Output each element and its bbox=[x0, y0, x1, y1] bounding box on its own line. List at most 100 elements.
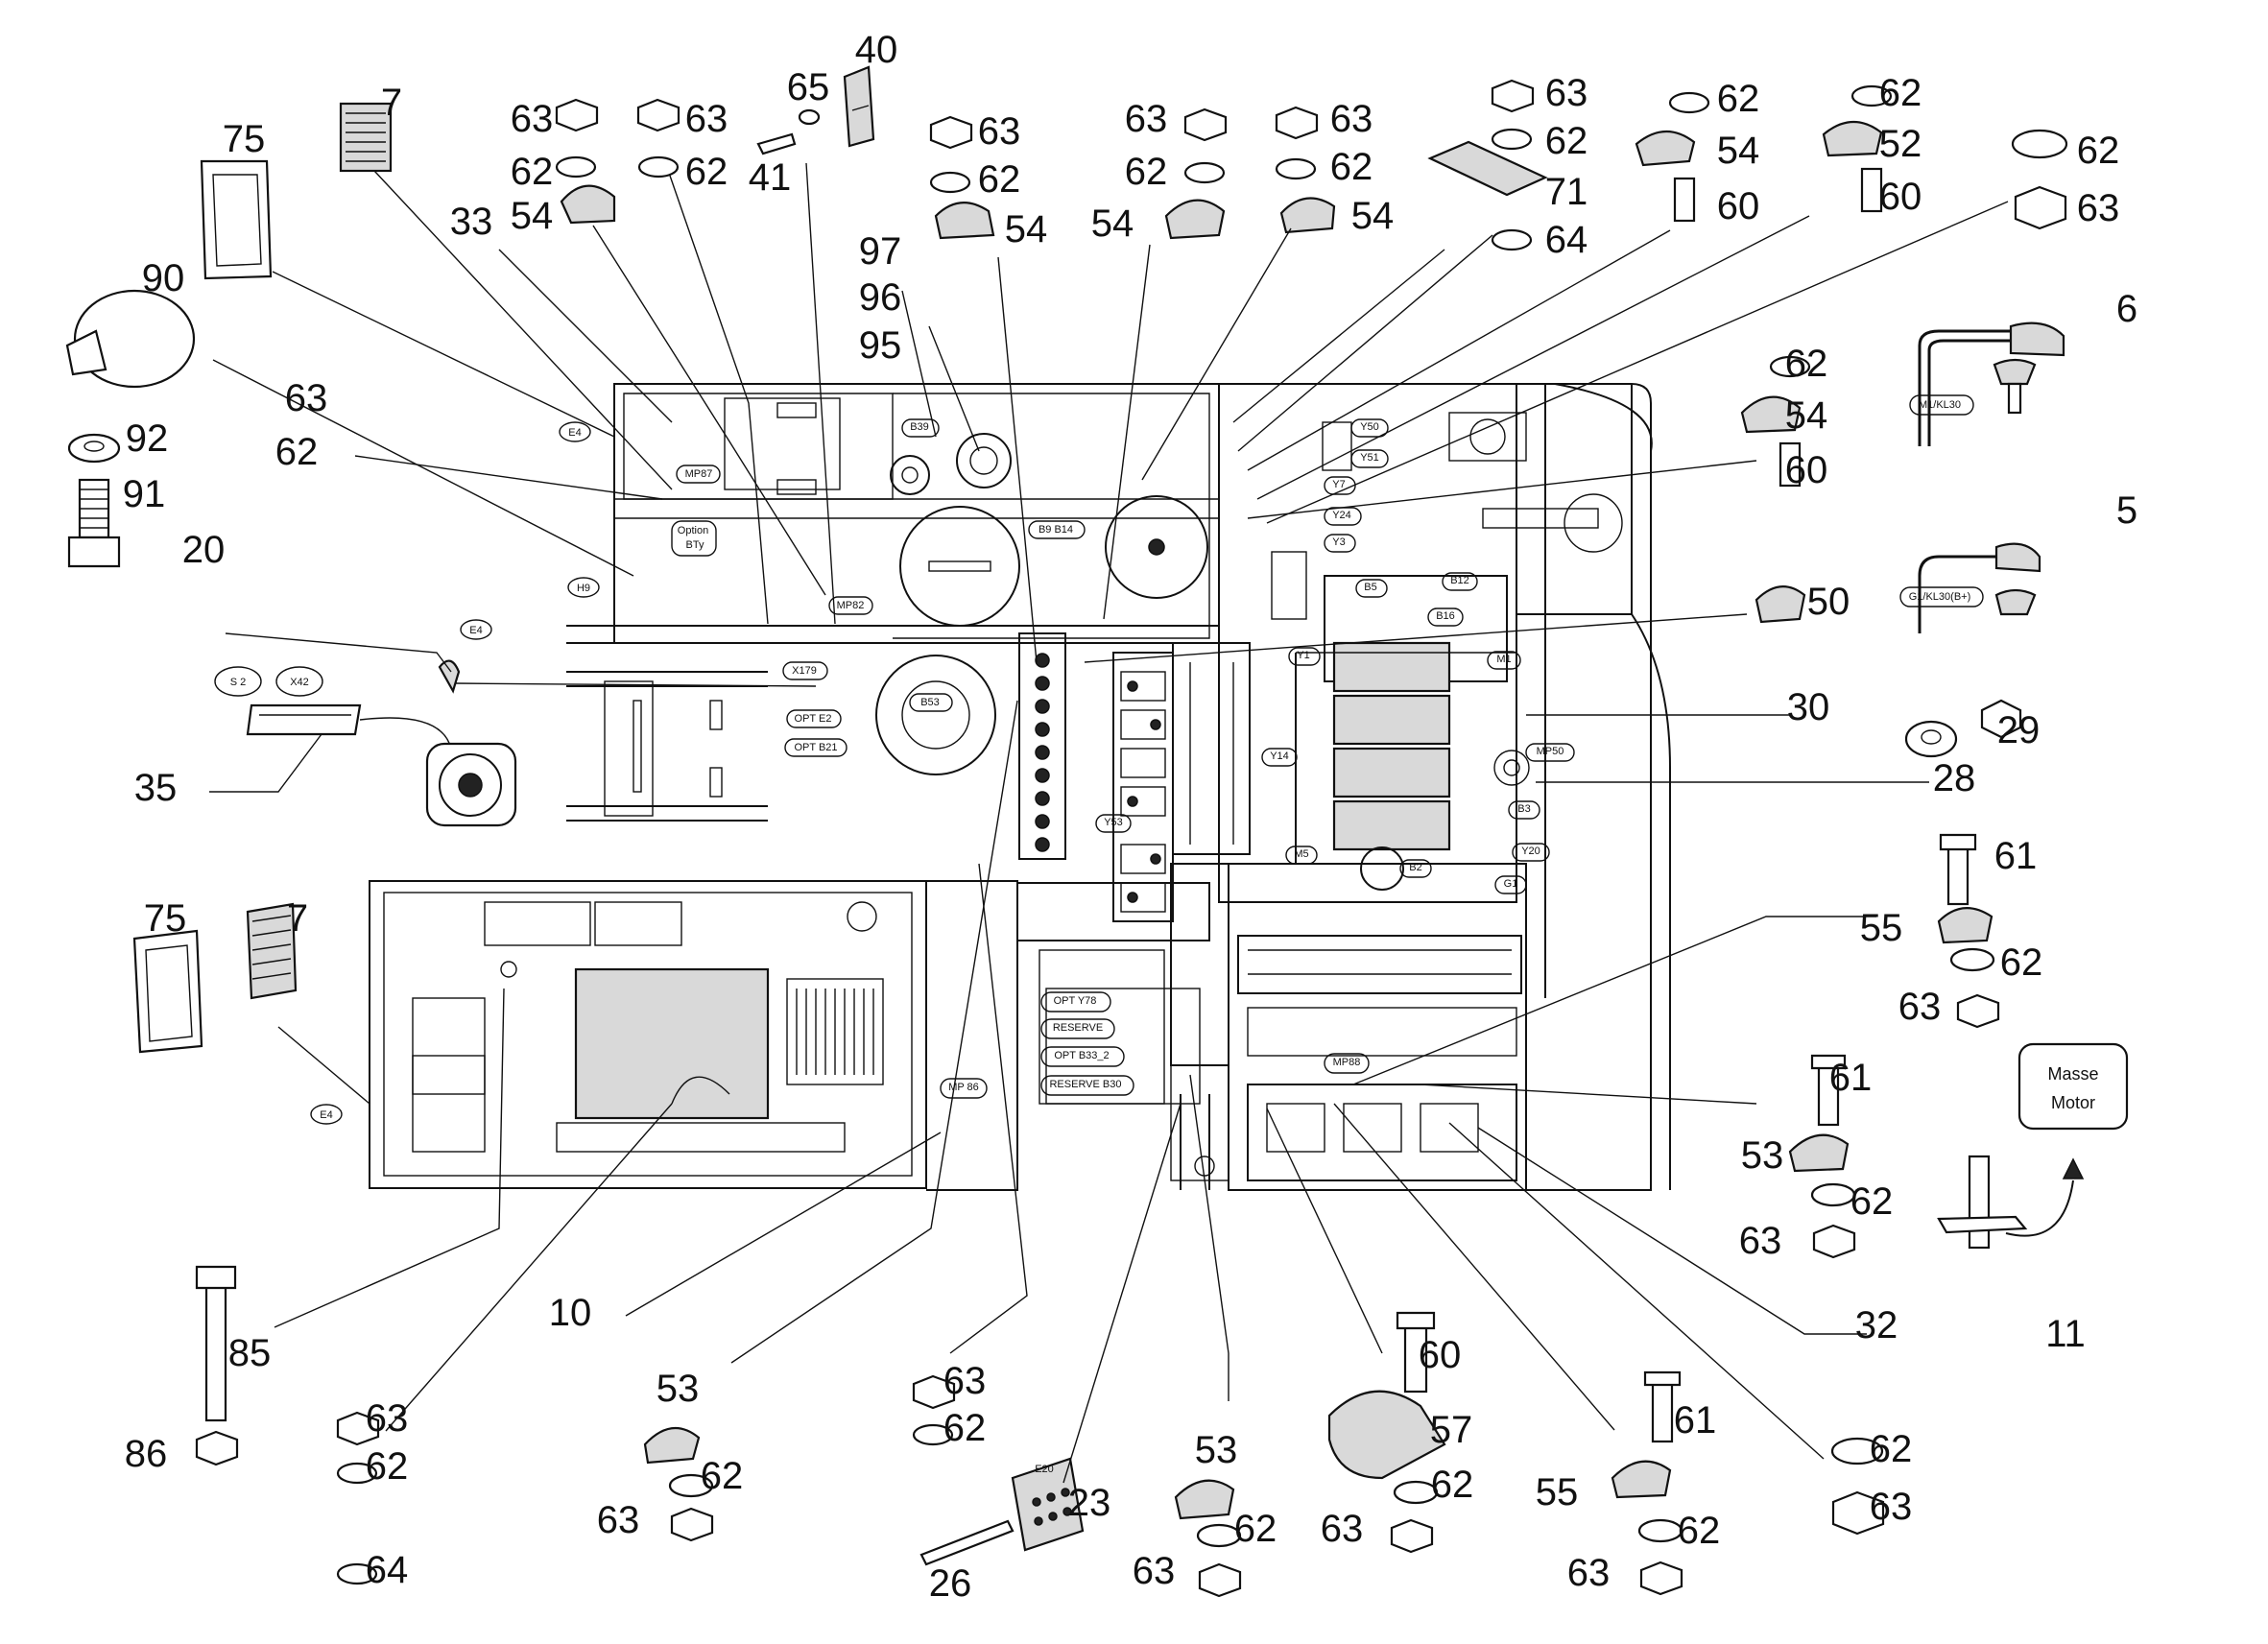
callout-62: 62 bbox=[1879, 72, 1922, 114]
cable-terminal-5 bbox=[1994, 542, 2041, 573]
masse-motor-label: Masse Motor bbox=[2047, 1064, 2098, 1112]
callout-60: 60 bbox=[1717, 185, 1760, 227]
component-tag: M5 bbox=[1294, 848, 1308, 860]
callout-50: 50 bbox=[1807, 581, 1850, 623]
callout-62: 62 bbox=[511, 151, 554, 193]
component-tag: Y1 bbox=[1297, 650, 1309, 661]
component-tag: OPT B21 bbox=[794, 742, 837, 753]
bolt-41 bbox=[756, 132, 797, 155]
component-tag: B39 bbox=[910, 421, 929, 433]
callout-62: 62 bbox=[685, 151, 728, 193]
knob-20 bbox=[438, 659, 461, 694]
callout-numbers: 4065417759092913363625463626362549796956… bbox=[123, 29, 2137, 1605]
callout-30: 30 bbox=[1787, 686, 1830, 728]
callout-90: 90 bbox=[142, 257, 185, 299]
callout-63: 63 bbox=[1321, 1508, 1364, 1550]
callout-57: 57 bbox=[1430, 1409, 1473, 1451]
callout-62: 62 bbox=[1870, 1428, 1913, 1470]
washer-65 bbox=[798, 108, 821, 126]
callout-55: 55 bbox=[1536, 1471, 1579, 1513]
component-tag: B16 bbox=[1436, 610, 1455, 622]
callout-96: 96 bbox=[859, 276, 902, 319]
radiator-fins bbox=[796, 989, 874, 1075]
component-tag: B2 bbox=[1409, 862, 1421, 873]
component-tag: RESERVE B30 bbox=[1049, 1079, 1121, 1090]
callout-63: 63 bbox=[366, 1397, 409, 1440]
callout-60: 60 bbox=[1879, 176, 1922, 218]
callout-63: 63 bbox=[1739, 1220, 1782, 1262]
component-tag: MP82 bbox=[837, 600, 865, 611]
component-tag: H9 bbox=[577, 583, 590, 594]
callout-55: 55 bbox=[1860, 907, 1903, 949]
callout-40: 40 bbox=[855, 29, 898, 71]
machine-body bbox=[369, 383, 1671, 1191]
callout-23: 23 bbox=[1068, 1482, 1111, 1524]
component-tag: Y50 bbox=[1360, 421, 1379, 433]
component-tag: BTy bbox=[686, 539, 704, 551]
callout-53: 53 bbox=[657, 1368, 700, 1410]
component-tag: X179 bbox=[792, 665, 817, 677]
component-tag: E4 bbox=[469, 625, 482, 636]
callout-75: 75 bbox=[144, 897, 187, 940]
component-tag: OPT Y78 bbox=[1054, 995, 1097, 1007]
callout-63: 63 bbox=[1330, 98, 1373, 140]
callout-54: 54 bbox=[511, 195, 554, 237]
callout-53: 53 bbox=[1195, 1429, 1238, 1471]
component-tag: MP88 bbox=[1333, 1057, 1361, 1068]
washer-28 bbox=[1904, 720, 1958, 758]
callout-62: 62 bbox=[978, 158, 1021, 201]
component-tag: OPT E2 bbox=[795, 713, 832, 725]
loose-parts bbox=[65, 65, 2129, 1598]
callout-53: 53 bbox=[1741, 1134, 1784, 1177]
callout-54: 54 bbox=[1717, 130, 1760, 172]
callout-62: 62 bbox=[2077, 130, 2120, 172]
bolt-61-a bbox=[1946, 843, 1970, 906]
clamp-50 bbox=[1755, 585, 1806, 624]
callout-62: 62 bbox=[1717, 78, 1760, 120]
callout-10: 10 bbox=[549, 1292, 592, 1334]
callout-6: 6 bbox=[2116, 288, 2137, 330]
bracket-71 bbox=[1427, 140, 1548, 197]
callout-20: 20 bbox=[182, 529, 226, 571]
callout-63: 63 bbox=[978, 110, 1021, 153]
callout-54: 54 bbox=[1005, 208, 1048, 250]
component-tag: G1/KL30(B+) bbox=[1909, 591, 1971, 603]
callout-63: 63 bbox=[943, 1360, 987, 1402]
callout-95: 95 bbox=[859, 324, 902, 367]
callout-62: 62 bbox=[943, 1407, 987, 1449]
callout-33: 33 bbox=[450, 201, 493, 243]
callout-63: 63 bbox=[1125, 98, 1168, 140]
callout-92: 92 bbox=[126, 417, 169, 460]
callout-62: 62 bbox=[701, 1455, 744, 1497]
component-tag: G1 bbox=[1504, 878, 1518, 890]
callout-54: 54 bbox=[1351, 195, 1395, 237]
callout-63: 63 bbox=[1870, 1486, 1913, 1528]
box-23-holes bbox=[1032, 1488, 1072, 1526]
callout-62: 62 bbox=[1234, 1508, 1277, 1550]
frame-75-top bbox=[200, 159, 273, 280]
callout-62: 62 bbox=[1431, 1464, 1474, 1506]
callout-5: 5 bbox=[2116, 489, 2137, 532]
callout-61: 61 bbox=[1994, 835, 2038, 877]
screw-26 bbox=[919, 1519, 1015, 1566]
component-tag: B3 bbox=[1517, 803, 1530, 815]
masse-motor-box bbox=[2017, 1042, 2129, 1131]
valve-stack-right bbox=[1120, 671, 1166, 913]
component-tag: Y24 bbox=[1332, 510, 1351, 521]
callout-62: 62 bbox=[275, 431, 319, 473]
callout-86: 86 bbox=[125, 1433, 168, 1475]
component-tag: Option bbox=[678, 525, 708, 536]
callout-60: 60 bbox=[1419, 1334, 1462, 1376]
component-tag: Y14 bbox=[1270, 751, 1289, 762]
bracket-40 bbox=[843, 65, 875, 148]
callout-63: 63 bbox=[1567, 1552, 1611, 1594]
component-tag: RESERVE bbox=[1053, 1022, 1103, 1034]
callout-63: 63 bbox=[1898, 986, 1942, 1028]
callout-61: 61 bbox=[1674, 1399, 1717, 1441]
callout-60: 60 bbox=[1785, 449, 1828, 491]
component-tag: MP87 bbox=[685, 468, 713, 480]
callout-63: 63 bbox=[285, 377, 328, 419]
component-tag: Y53 bbox=[1104, 817, 1123, 828]
component-tag: OPT B33_2 bbox=[1054, 1050, 1109, 1061]
